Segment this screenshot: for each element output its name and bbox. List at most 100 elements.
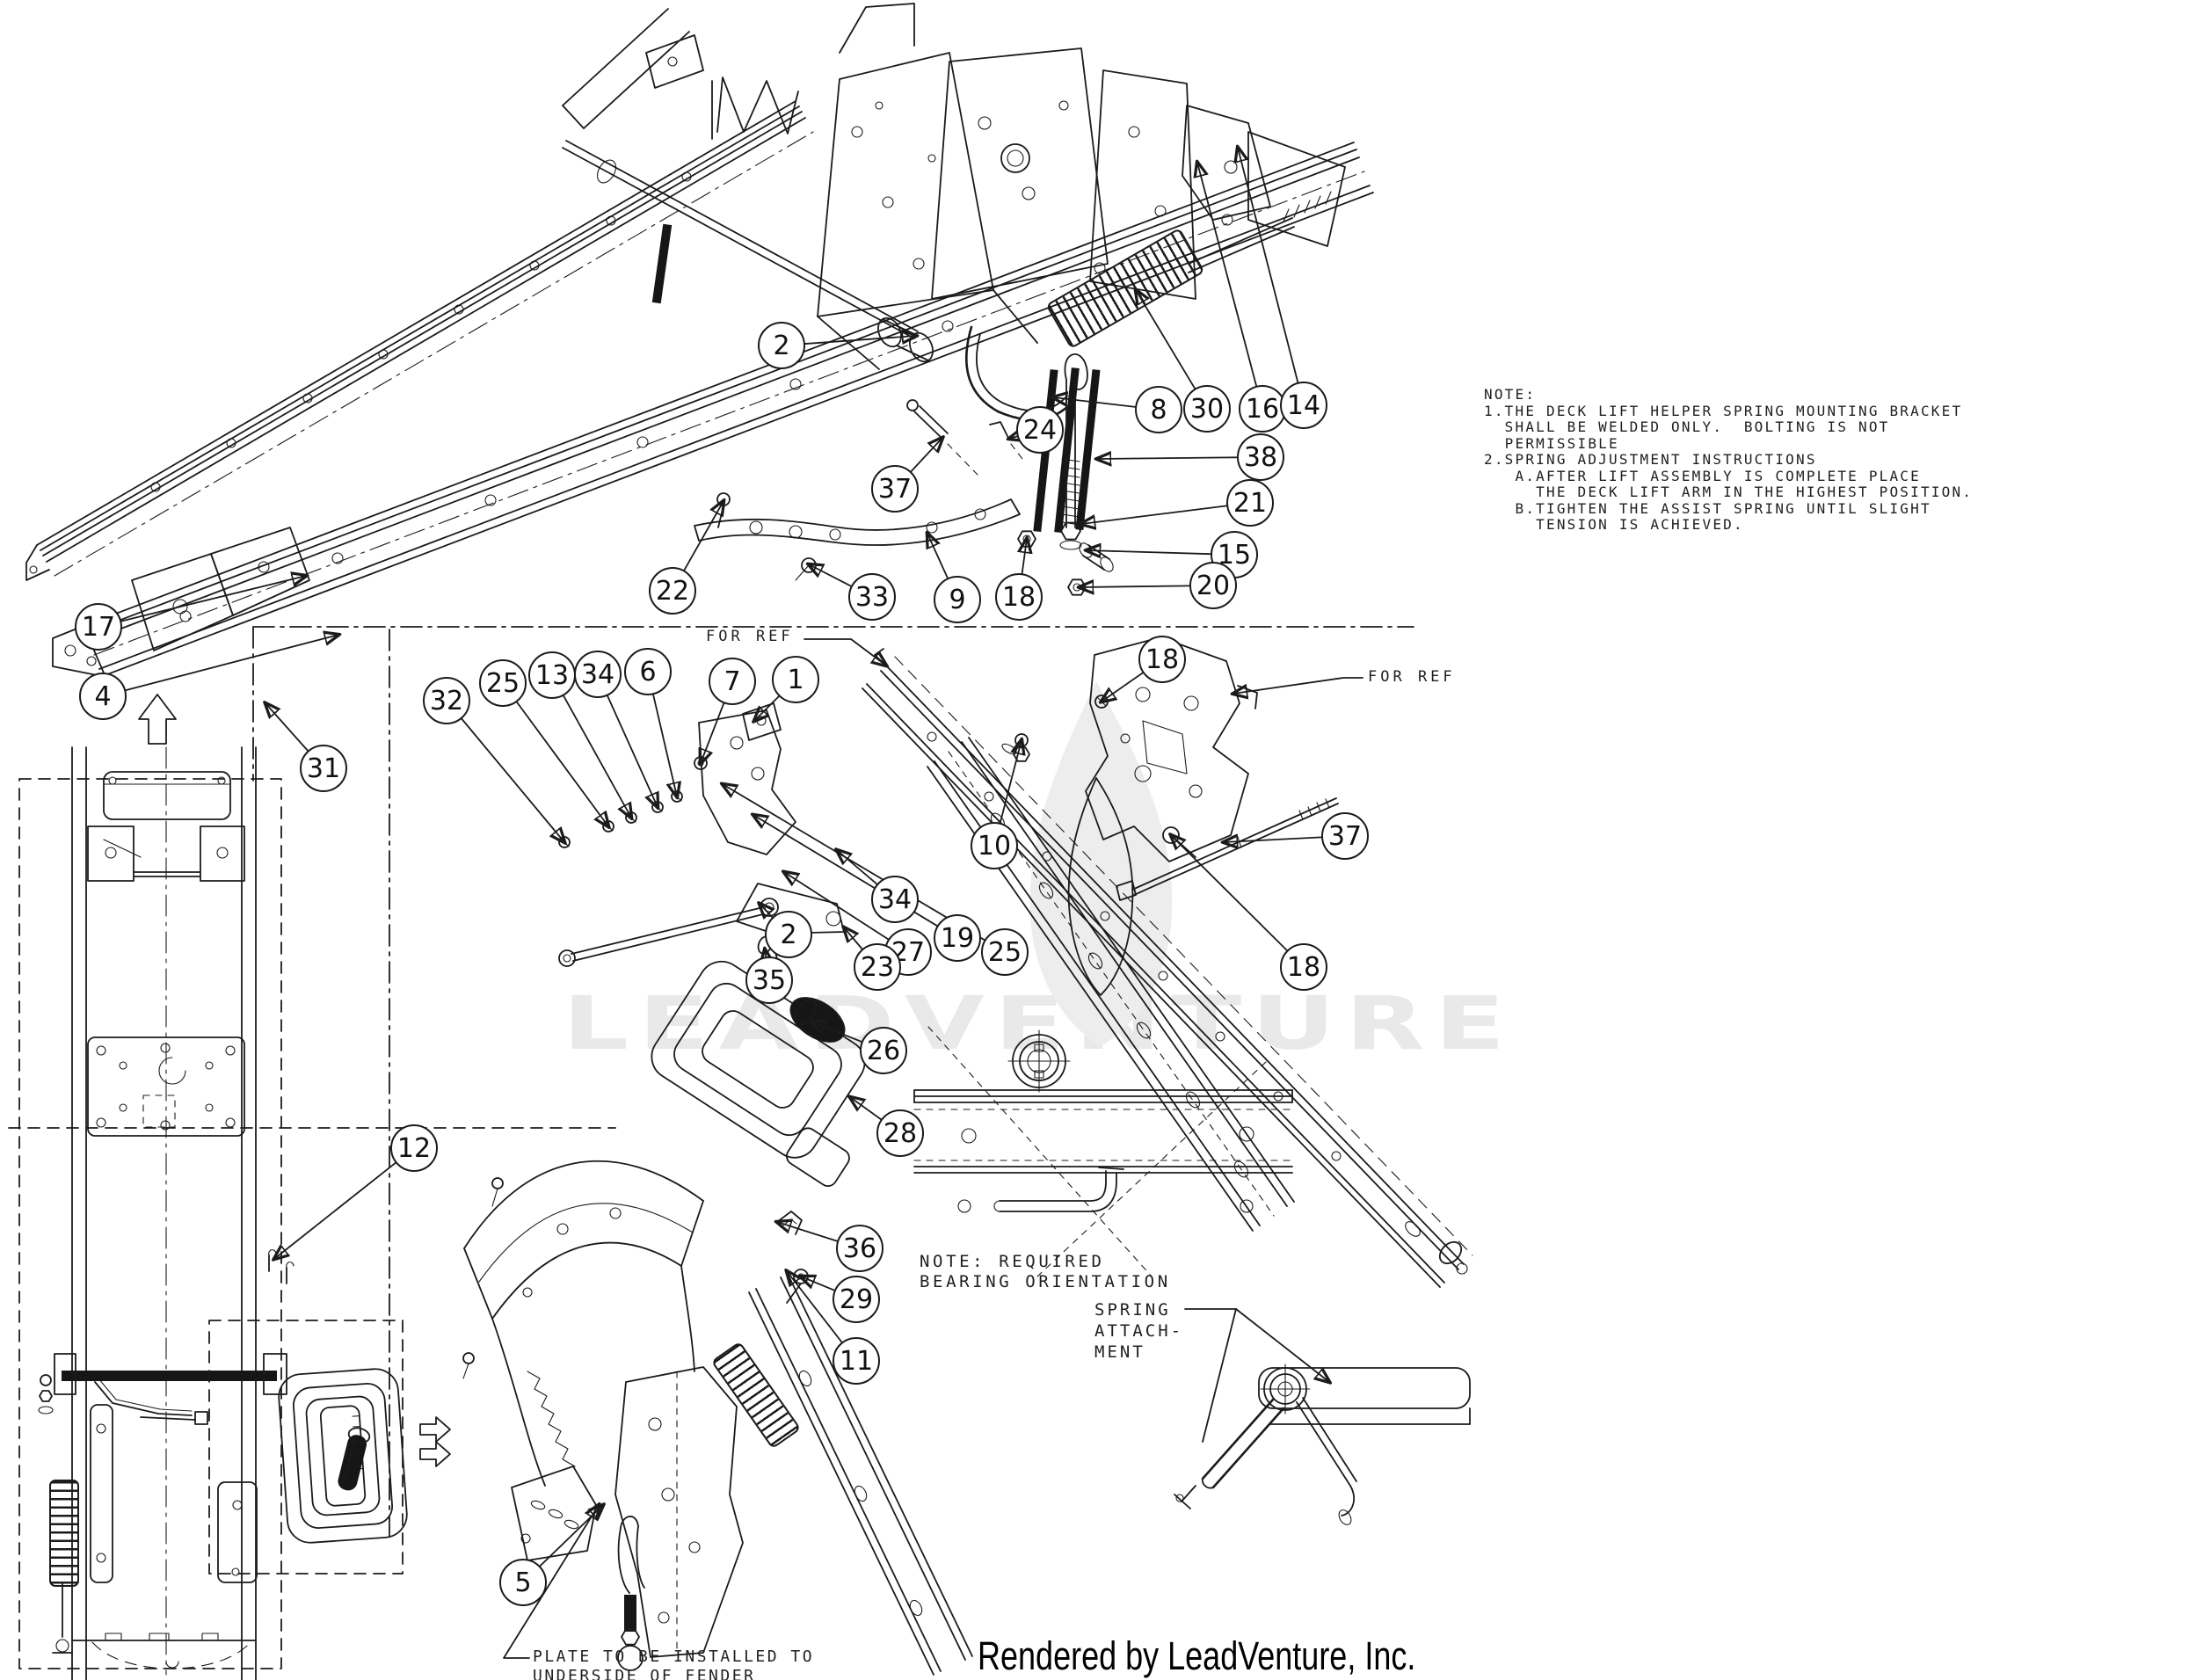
bearing-orientation-detail	[913, 1026, 1293, 1277]
callout-20[interactable]: 20	[1189, 562, 1237, 609]
leader-line-10	[999, 740, 1022, 824]
leader-line-11	[787, 1271, 843, 1343]
callout-18[interactable]: 18	[995, 573, 1043, 621]
leader-line-15	[1087, 550, 1211, 554]
leader-line-18	[1022, 539, 1027, 575]
leader-line-30	[1136, 290, 1196, 389]
leader-line-8	[1053, 397, 1137, 408]
callout-22[interactable]: 22	[649, 567, 696, 615]
callout-8[interactable]: 8	[1135, 386, 1182, 433]
spring-attachment-label: SPRING ATTACH- MENT	[1094, 1300, 1184, 1362]
frame-top-view	[8, 694, 616, 1680]
callout-10[interactable]: 10	[971, 822, 1018, 869]
callout-16[interactable]: 16	[1239, 385, 1286, 433]
callout-7[interactable]: 7	[709, 658, 756, 705]
leadventure-flame-watermark	[1029, 681, 1173, 1046]
callout-36[interactable]: 36	[836, 1225, 883, 1272]
callout-25[interactable]: 25	[981, 928, 1029, 976]
leader-line-21	[1081, 505, 1228, 524]
leader-line-27	[784, 872, 890, 941]
leader-line-9	[927, 534, 949, 579]
callout-26[interactable]: 26	[860, 1027, 907, 1074]
spring-top-view	[49, 1480, 79, 1587]
callout-4[interactable]: 4	[79, 673, 127, 720]
leader-line-17	[120, 576, 306, 622]
callout-34[interactable]: 34	[574, 651, 622, 698]
callout-9[interactable]: 9	[934, 576, 981, 623]
callout-35[interactable]: 35	[745, 956, 793, 1004]
leader-line-32	[461, 717, 564, 842]
callout-13[interactable]: 13	[528, 651, 576, 699]
lift-console	[651, 960, 866, 1188]
callout-28[interactable]: 28	[876, 1109, 924, 1157]
frame-top-pieces	[562, 3, 915, 140]
callout-17[interactable]: 17	[75, 603, 122, 651]
leader-line-18	[1102, 672, 1144, 702]
leader-line-24	[1009, 436, 1017, 439]
callout-14[interactable]: 14	[1280, 382, 1327, 429]
leader-line-37	[1224, 837, 1322, 842]
callout-21[interactable]: 21	[1226, 479, 1274, 527]
plate-install-note: PLATE TO BE INSTALLED TO UNDERSIDE OF FE…	[533, 1647, 815, 1680]
spring-attachment-detail	[1174, 1364, 1471, 1525]
leader-line-16	[1197, 163, 1258, 387]
callout-1[interactable]: 1	[772, 656, 819, 703]
callout-18[interactable]: 18	[1280, 943, 1327, 991]
leader-line-14	[1238, 148, 1299, 383]
callout-37[interactable]: 37	[871, 465, 919, 513]
leader-line-34	[607, 695, 658, 807]
main-note: NOTE: 1.THE DECK LIFT HELPER SPRING MOUN…	[1484, 386, 1974, 533]
leader-line-1	[754, 695, 780, 721]
callout-33[interactable]: 33	[848, 573, 896, 621]
leader-line-31	[265, 703, 309, 752]
callout-19[interactable]: 19	[934, 914, 981, 962]
leader-line-33	[809, 564, 852, 587]
callout-31[interactable]: 31	[300, 745, 347, 792]
label-leaders	[503, 638, 1363, 1659]
callout-25[interactable]: 25	[479, 659, 527, 707]
leader-line-37	[910, 438, 942, 473]
for-ref-label-right: FOR REF	[1368, 668, 1456, 686]
leader-line-25	[516, 701, 608, 826]
leader-line-29	[801, 1276, 835, 1291]
callout-30[interactable]: 30	[1183, 385, 1231, 433]
leader-line-25	[723, 784, 985, 942]
leader-line-7	[701, 702, 725, 763]
fender-assembly	[268, 1160, 973, 1676]
callout-18[interactable]: 18	[1138, 636, 1186, 683]
leader-line-13	[563, 695, 631, 818]
callout-2[interactable]: 2	[758, 322, 805, 369]
callout-2[interactable]: 2	[765, 911, 812, 958]
leader-line-4	[125, 635, 338, 692]
callout-11[interactable]: 11	[833, 1337, 880, 1385]
leadventure-watermark: LEADVENTURE	[563, 980, 1516, 1066]
callout-37[interactable]: 37	[1321, 812, 1369, 860]
leader-line-35	[765, 949, 766, 956]
callout-23[interactable]: 23	[854, 943, 901, 991]
deck-lift-shaft-channel	[862, 648, 1473, 1288]
callout-29[interactable]: 29	[833, 1276, 880, 1323]
spring-and-hardware	[562, 140, 1332, 596]
for-ref-label-left: FOR REF	[706, 628, 794, 645]
callout-5[interactable]: 5	[499, 1559, 547, 1606]
callout-38[interactable]: 38	[1237, 433, 1284, 481]
roller-knob	[789, 997, 846, 1043]
callout-24[interactable]: 24	[1016, 406, 1064, 454]
lift-crank-cluster	[558, 702, 845, 967]
callout-12[interactable]: 12	[390, 1124, 438, 1172]
leader-line-26	[811, 1022, 862, 1043]
leader-line-38	[1097, 457, 1238, 459]
leader-line-23	[844, 927, 863, 950]
leader-line-5	[539, 1505, 603, 1567]
frame-rail-upper	[25, 100, 814, 581]
rendered-by-credit: Rendered by LeadVenture, Inc.	[978, 1633, 1416, 1678]
view-boundaries	[252, 626, 1414, 1541]
leader-line-6	[652, 694, 677, 796]
callout-6[interactable]: 6	[624, 648, 672, 695]
callout-32[interactable]: 32	[423, 677, 470, 724]
leader-line-2	[760, 904, 772, 917]
leader-line-20	[1080, 585, 1190, 587]
callout-34[interactable]: 34	[871, 876, 919, 923]
